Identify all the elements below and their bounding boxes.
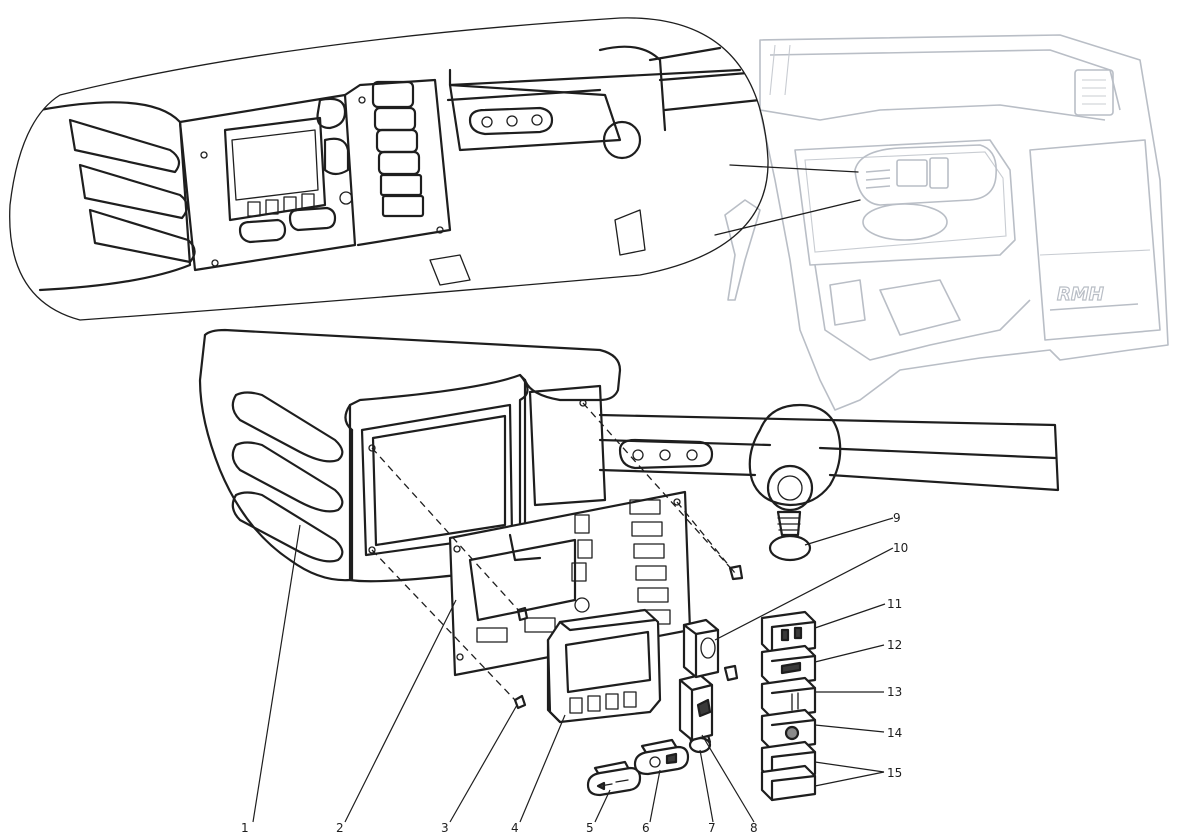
mounting-arm bbox=[598, 403, 1060, 512]
callout-11: 11 bbox=[887, 597, 902, 611]
part-8-rotary-selector bbox=[678, 673, 714, 742]
callout-3: 3 bbox=[441, 821, 449, 835]
callout-13: 13 bbox=[887, 685, 902, 699]
callout-15: 15 bbox=[887, 766, 902, 780]
callout-12: 12 bbox=[887, 638, 902, 652]
part-5-rocker-switch-arrows bbox=[586, 760, 642, 797]
detail-magnified-view bbox=[9, 17, 861, 321]
callout-8: 8 bbox=[750, 821, 758, 835]
assembly-guide-lines bbox=[371, 402, 744, 710]
cab-overview-ghost: RMH bbox=[724, 34, 1169, 411]
part-13-switch bbox=[760, 676, 817, 720]
callout-1: 1 bbox=[241, 821, 249, 835]
callout-6: 6 bbox=[642, 821, 650, 835]
callout-numbers: 1 2 3 4 5 6 7 8 9 10 11 12 13 14 15 bbox=[241, 511, 908, 835]
part-11-switch bbox=[760, 610, 817, 656]
callout-2: 2 bbox=[336, 821, 344, 835]
part-6-rocker-switch-fan bbox=[633, 738, 690, 776]
callout-10: 10 bbox=[893, 541, 908, 555]
part-12-switch bbox=[760, 644, 817, 688]
callout-5: 5 bbox=[586, 821, 594, 835]
part-14-switch bbox=[760, 708, 817, 752]
leader-lines bbox=[252, 517, 894, 823]
part-9-rotary-knob bbox=[768, 510, 812, 562]
part-4-display-module bbox=[546, 608, 662, 724]
part-10-rocker-switch-top bbox=[682, 618, 739, 682]
callout-14: 14 bbox=[887, 726, 902, 740]
callout-9: 9 bbox=[893, 511, 901, 525]
callout-7: 7 bbox=[708, 821, 716, 835]
callout-4: 4 bbox=[511, 821, 519, 835]
part-15-blank-plugs bbox=[760, 740, 817, 802]
brand-mark: RMH bbox=[1057, 284, 1104, 305]
